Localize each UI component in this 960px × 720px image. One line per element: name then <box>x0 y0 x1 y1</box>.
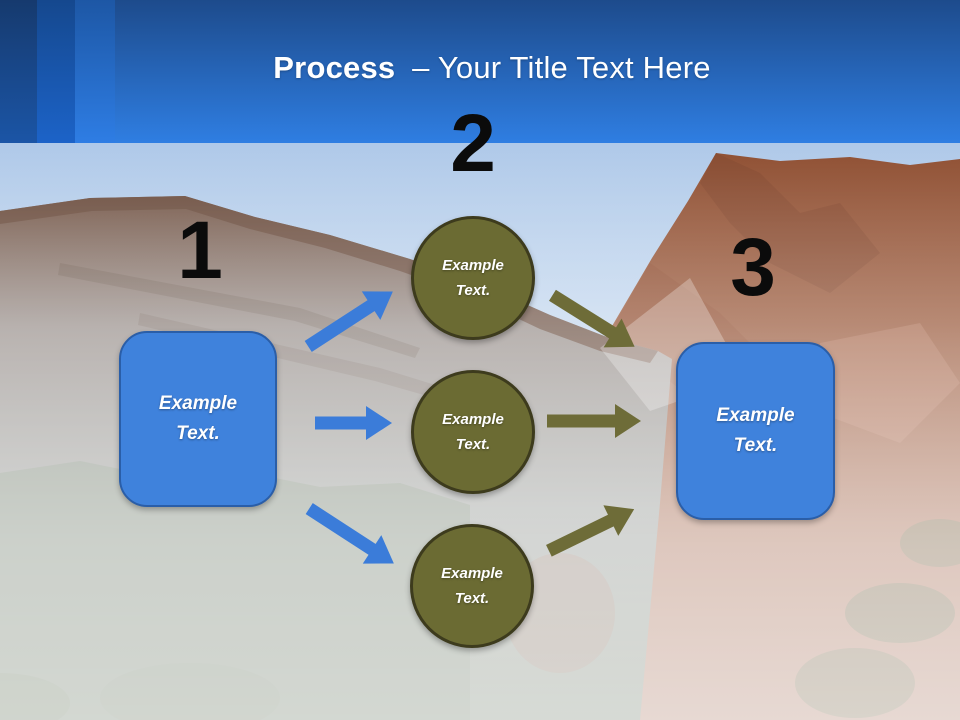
arrow-box1-to-circle-middle <box>315 406 392 440</box>
slide-title-emphasis: Process <box>273 50 396 85</box>
arrow-box1-to-circle-bottom <box>305 503 394 564</box>
arrow-circle-bottom-to-box3 <box>545 505 635 557</box>
step2-circle-bottom: Example Text. <box>410 524 534 648</box>
step2-circle-top-label: Example Text. <box>442 256 504 300</box>
step2-circle-middle: Example Text. <box>411 370 535 494</box>
header-stripe-light <box>75 0 115 143</box>
step1-box: Example Text. <box>119 331 277 507</box>
step2-circle-top: Example Text. <box>411 216 535 340</box>
slide-title: Process – Your Title Text Here <box>0 50 960 86</box>
header-stripe-dark <box>0 0 37 143</box>
arrow-box1-to-circle-top <box>304 291 393 352</box>
step-number-2: 2 <box>450 98 496 189</box>
step1-box-label: Example Text. <box>158 392 238 444</box>
step3-box-label: Example Text. <box>716 404 795 456</box>
step-number-1: 1 <box>177 205 223 296</box>
arrow-circle-middle-to-box3 <box>547 404 641 438</box>
slide-title-rest: – Your Title Text Here <box>412 50 711 85</box>
step3-box: Example Text. <box>676 342 835 520</box>
step-number-3: 3 <box>730 222 776 313</box>
step2-circle-bottom-label: Example Text. <box>441 564 503 608</box>
header-stripe-mid <box>37 0 75 143</box>
arrow-circle-top-to-box3 <box>548 289 635 348</box>
title-band: Process – Your Title Text Here <box>0 0 960 143</box>
step2-circle-middle-label: Example Text. <box>442 410 504 454</box>
